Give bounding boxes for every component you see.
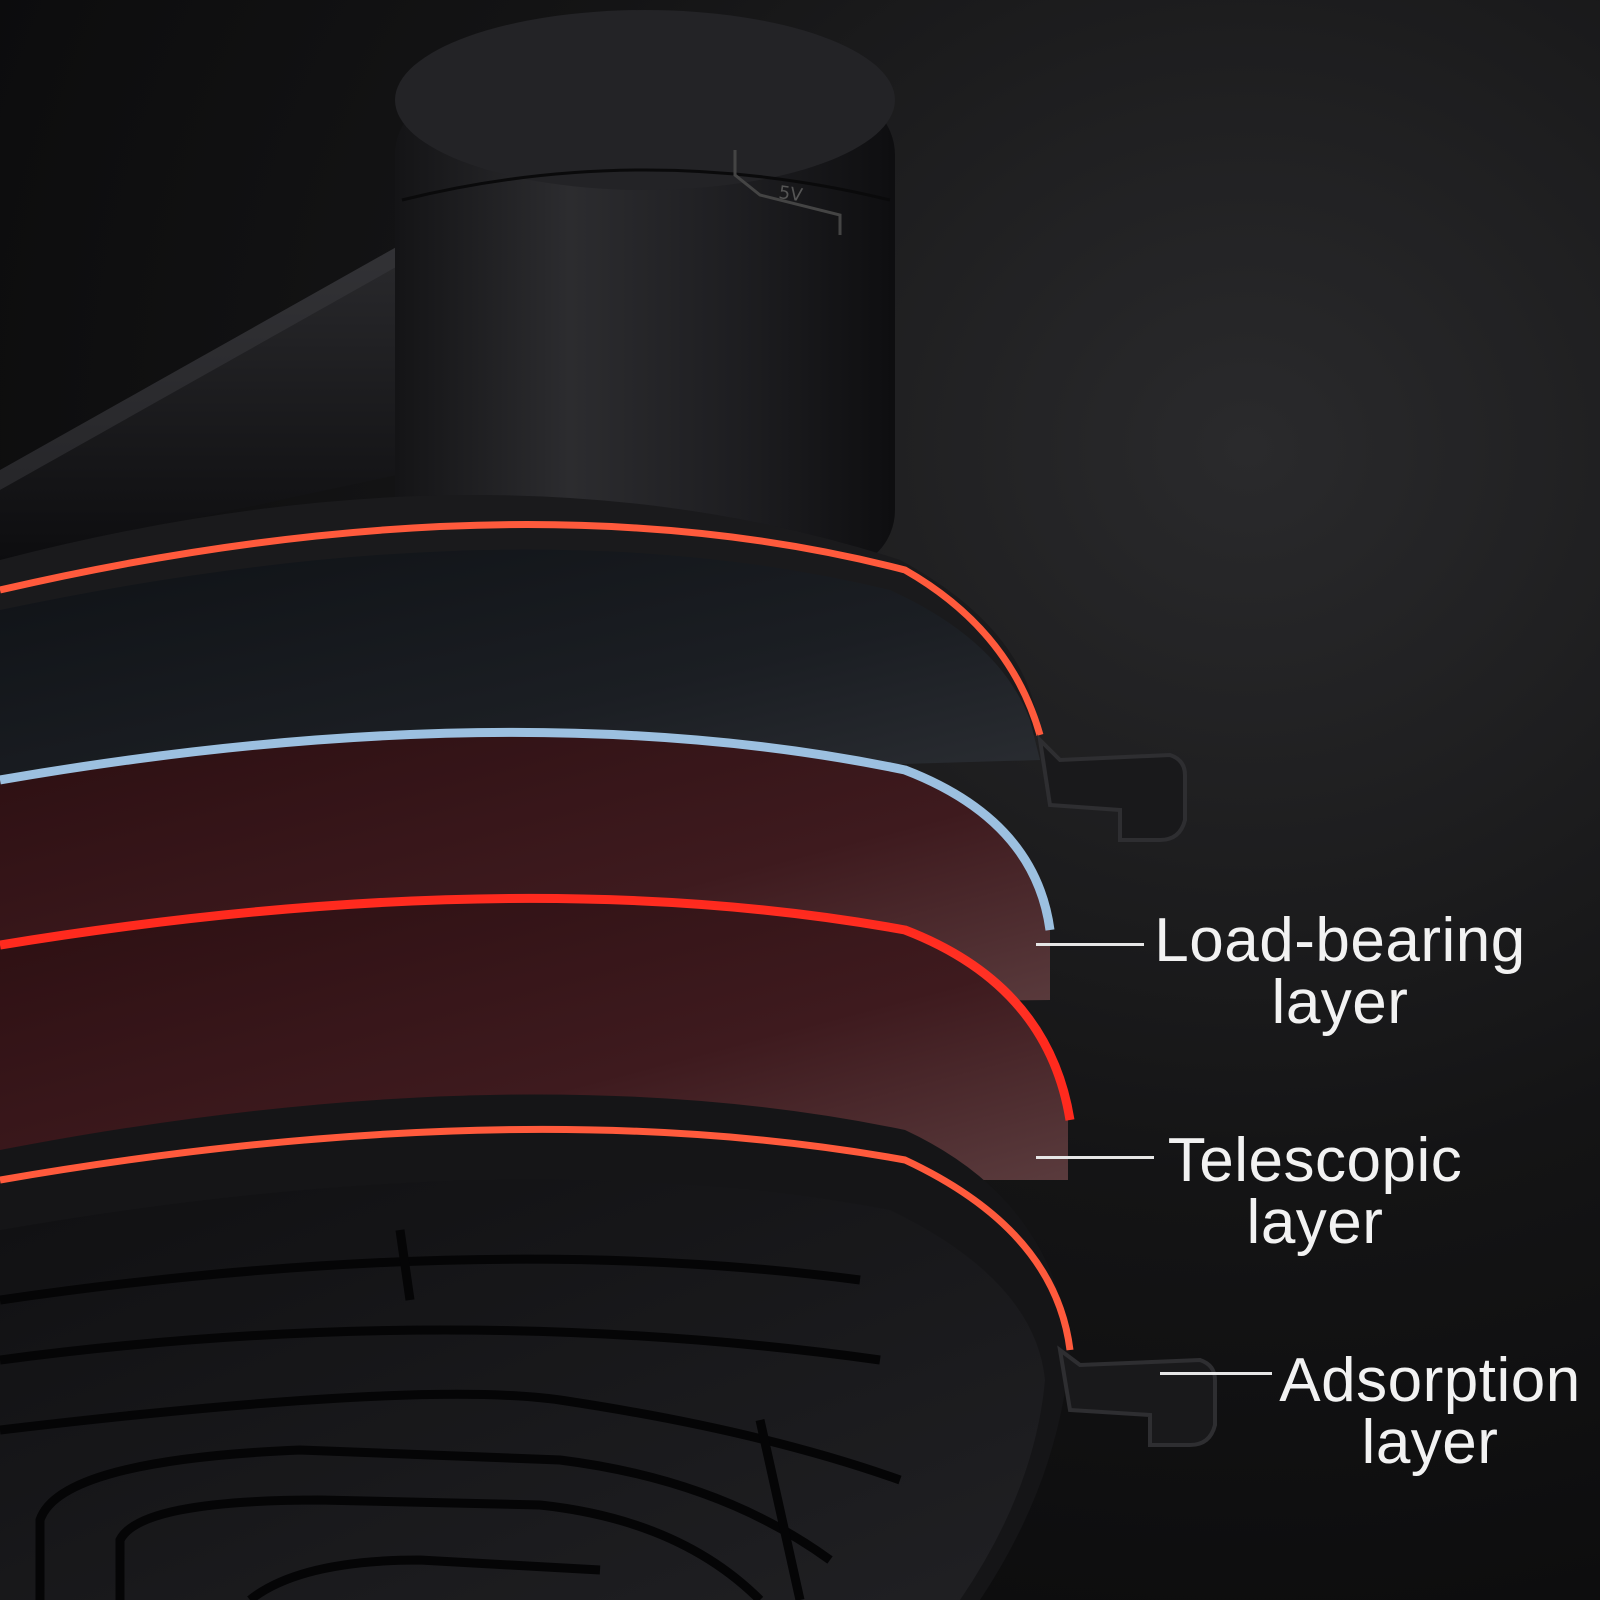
telescopic-label-line1: Telescopic (1167, 1126, 1463, 1195)
load-bearing-label: Load-bearing layer (1150, 910, 1530, 1034)
telescopic-label-line2: layer (1246, 1188, 1384, 1257)
load-bearing-label-line1: Load-bearing (1154, 906, 1526, 975)
mount-arm (0, 245, 420, 560)
telescopic-leader-line (1036, 1156, 1154, 1159)
adsorption-label-line1: Adsorption (1279, 1346, 1581, 1415)
adsorption-label: Adsorption layer (1275, 1350, 1585, 1474)
cylinder-housing: 5V (395, 10, 895, 570)
adsorption-layer (0, 1094, 1074, 1600)
voltage-engraving: 5V (777, 182, 804, 206)
grip-grooves (0, 1229, 902, 1600)
load-bearing-label-line2: layer (1271, 968, 1409, 1037)
load-bearing-leader-line (1036, 943, 1144, 946)
adsorption-leader-line (1160, 1372, 1272, 1375)
telescopic-label: Telescopic layer (1150, 1130, 1480, 1254)
top-disc (0, 495, 1044, 790)
release-tab-upper (1037, 734, 1187, 842)
adsorption-label-line2: layer (1361, 1408, 1499, 1477)
release-tab-lower (1057, 1345, 1217, 1447)
